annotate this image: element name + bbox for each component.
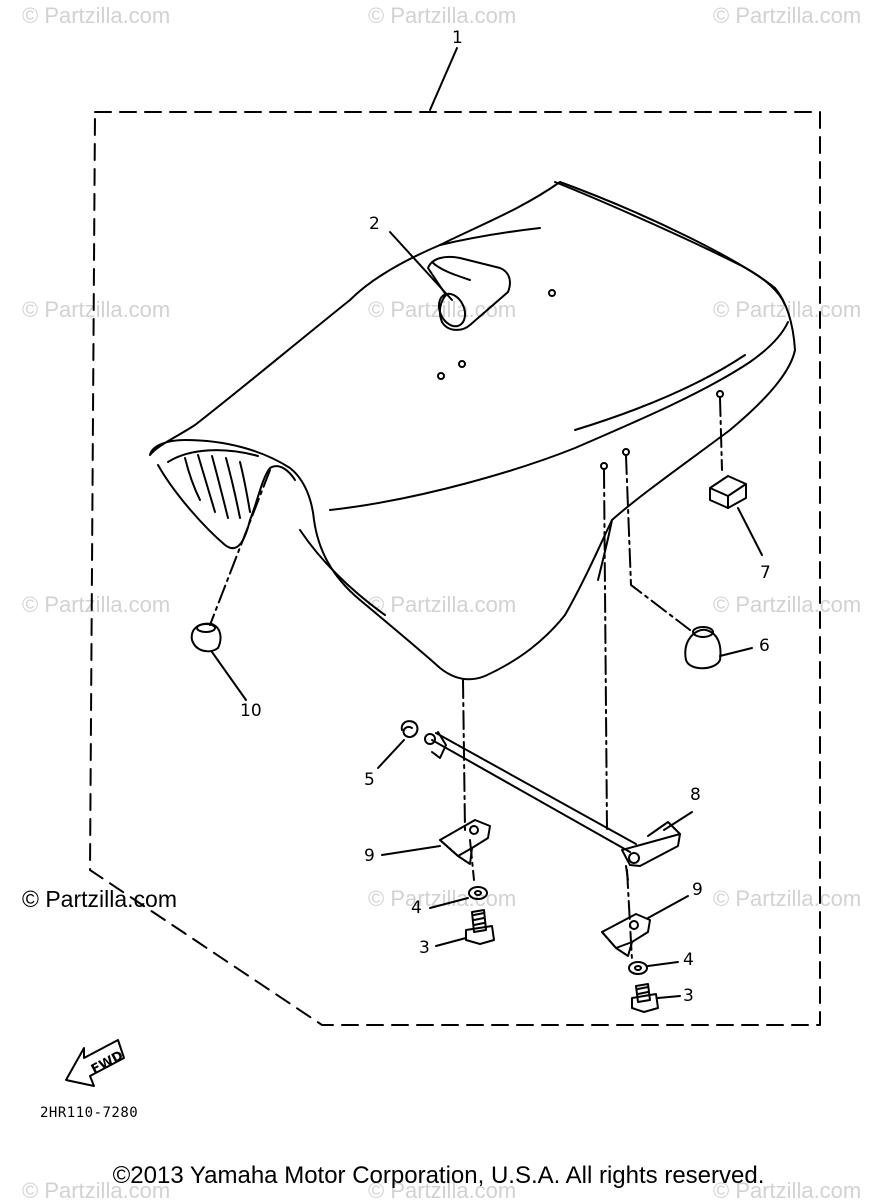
part-2-tube <box>427 255 511 331</box>
callout-9-right: 9 <box>692 880 703 900</box>
leader-line <box>429 897 469 909</box>
callout-5: 5 <box>364 770 375 790</box>
watermark: © Partzilla.com <box>368 1178 517 1203</box>
watermark: © Partzilla.com <box>22 297 171 322</box>
leader-line <box>435 937 467 947</box>
watermark: © Partzilla.com <box>368 592 517 617</box>
diagram-code: 2HR110-7280 <box>40 1105 139 1121</box>
watermark: © Partzilla.com <box>22 592 171 617</box>
callout-8: 8 <box>690 785 701 805</box>
assembly-boundary <box>89 111 821 1026</box>
part-4-washer-left <box>468 886 488 900</box>
part-4-washer-right <box>628 961 648 975</box>
fwd-arrow-icon <box>65 1039 125 1087</box>
copyright-notice: ©2013 Yamaha Motor Corporation, U.S.A. A… <box>112 1162 765 1189</box>
part-7-clip <box>709 475 747 509</box>
watermark: © Partzilla.com <box>713 3 862 28</box>
leader-line <box>663 811 693 831</box>
callout-1: 1 <box>452 28 463 48</box>
callout-4-left: 4 <box>411 898 422 918</box>
part-10-damper <box>190 622 222 653</box>
callout-10: 10 <box>240 701 262 721</box>
watermark: © Partzilla.com <box>713 592 862 617</box>
leader-line <box>737 507 763 556</box>
watermark: © Partzilla.com <box>368 886 517 911</box>
callout-2: 2 <box>369 214 380 234</box>
leader-line <box>647 895 689 919</box>
leader-line <box>381 845 441 856</box>
part-8-rod <box>424 731 681 881</box>
leader-line <box>657 995 681 999</box>
callout-7: 7 <box>760 563 771 583</box>
callout-3-right: 3 <box>683 986 694 1006</box>
leader-line <box>211 651 247 701</box>
leader-line <box>719 647 753 657</box>
part-3-bolt-left <box>465 909 495 945</box>
part-5-spring <box>400 720 419 738</box>
watermark: © Partzilla.com <box>22 3 171 28</box>
watermark-main: © Partzilla.com <box>22 886 177 912</box>
seat <box>149 181 796 681</box>
leader-line <box>647 961 679 967</box>
part-6-damper <box>684 626 722 670</box>
watermark: © Partzilla.com <box>22 1178 171 1203</box>
watermark: © Partzilla.com <box>713 1178 862 1203</box>
callout-9-left: 9 <box>364 846 375 866</box>
part-9-bracket-right <box>601 913 651 957</box>
callout-4-right: 4 <box>683 950 694 970</box>
leader-line <box>389 231 453 301</box>
watermark: © Partzilla.com <box>368 3 517 28</box>
callout-6: 6 <box>759 636 770 656</box>
watermark: © Partzilla.com <box>713 886 862 911</box>
callout-3-left: 3 <box>419 938 430 958</box>
leader-line <box>429 47 458 111</box>
part-9-bracket-left <box>439 819 491 865</box>
leader-line <box>377 739 405 769</box>
part-3-bolt-right <box>631 983 659 1013</box>
